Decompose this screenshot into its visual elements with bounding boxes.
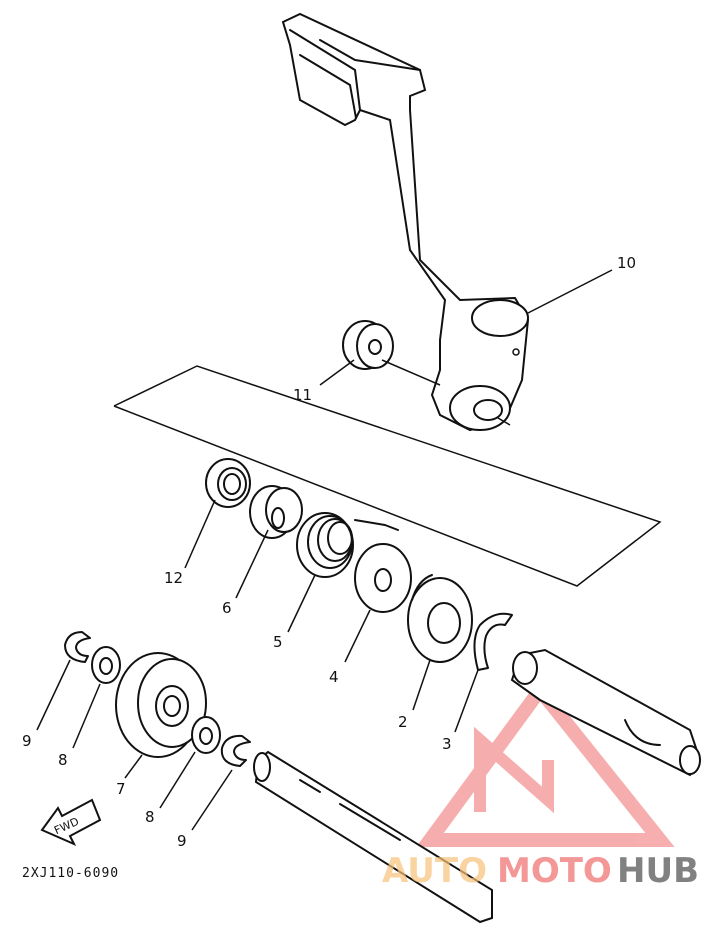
collar-part xyxy=(249,485,303,539)
circlip-spring-part xyxy=(473,612,513,671)
callout-part-7: 7 xyxy=(116,780,126,798)
assembly-group-outline xyxy=(113,365,662,587)
washer-nut-part xyxy=(342,320,394,370)
watermark-logo xyxy=(416,678,675,847)
kick-crank-part xyxy=(281,12,530,432)
callout-part-3: 3 xyxy=(442,735,452,753)
leader-line xyxy=(381,359,441,386)
callout-part-8-left: 8 xyxy=(58,751,68,769)
callout-part-6: 6 xyxy=(222,599,232,617)
callout-part-2: 2 xyxy=(398,713,408,731)
callout-part-8-right: 8 xyxy=(145,808,155,826)
washer-part xyxy=(91,646,121,684)
washer-part xyxy=(354,543,412,613)
callout-part-5: 5 xyxy=(273,633,283,651)
circlip-part xyxy=(220,734,251,767)
kick-shaft-part xyxy=(510,648,702,777)
callout-part-4: 4 xyxy=(329,668,339,686)
washer-part xyxy=(191,716,221,754)
idle-gear-part xyxy=(115,652,207,758)
watermark-part1: AUTO xyxy=(382,851,487,891)
circlip-part xyxy=(64,631,91,663)
oil-seal-part xyxy=(205,458,251,508)
leader-line xyxy=(497,417,511,426)
drawing-code: 2XJ110-6090 xyxy=(22,866,119,881)
callout-part-11: 11 xyxy=(293,386,312,404)
watermark-part2: MOTO xyxy=(497,851,612,891)
ratchet-gear-part xyxy=(407,574,473,663)
callout-part-9-left: 9 xyxy=(22,732,32,750)
callout-part-10: 10 xyxy=(617,254,636,272)
forward-arrow-icon: FWD xyxy=(40,798,102,847)
countershaft-part xyxy=(253,750,493,924)
torsion-spring-part xyxy=(296,512,399,578)
callout-leaders xyxy=(36,269,613,831)
watermark-part3: HUB xyxy=(617,851,699,891)
callout-part-12: 12 xyxy=(164,569,183,587)
watermark-text: AUTO MOTO HUB xyxy=(382,851,699,891)
callout-part-9-right: 9 xyxy=(177,832,187,850)
